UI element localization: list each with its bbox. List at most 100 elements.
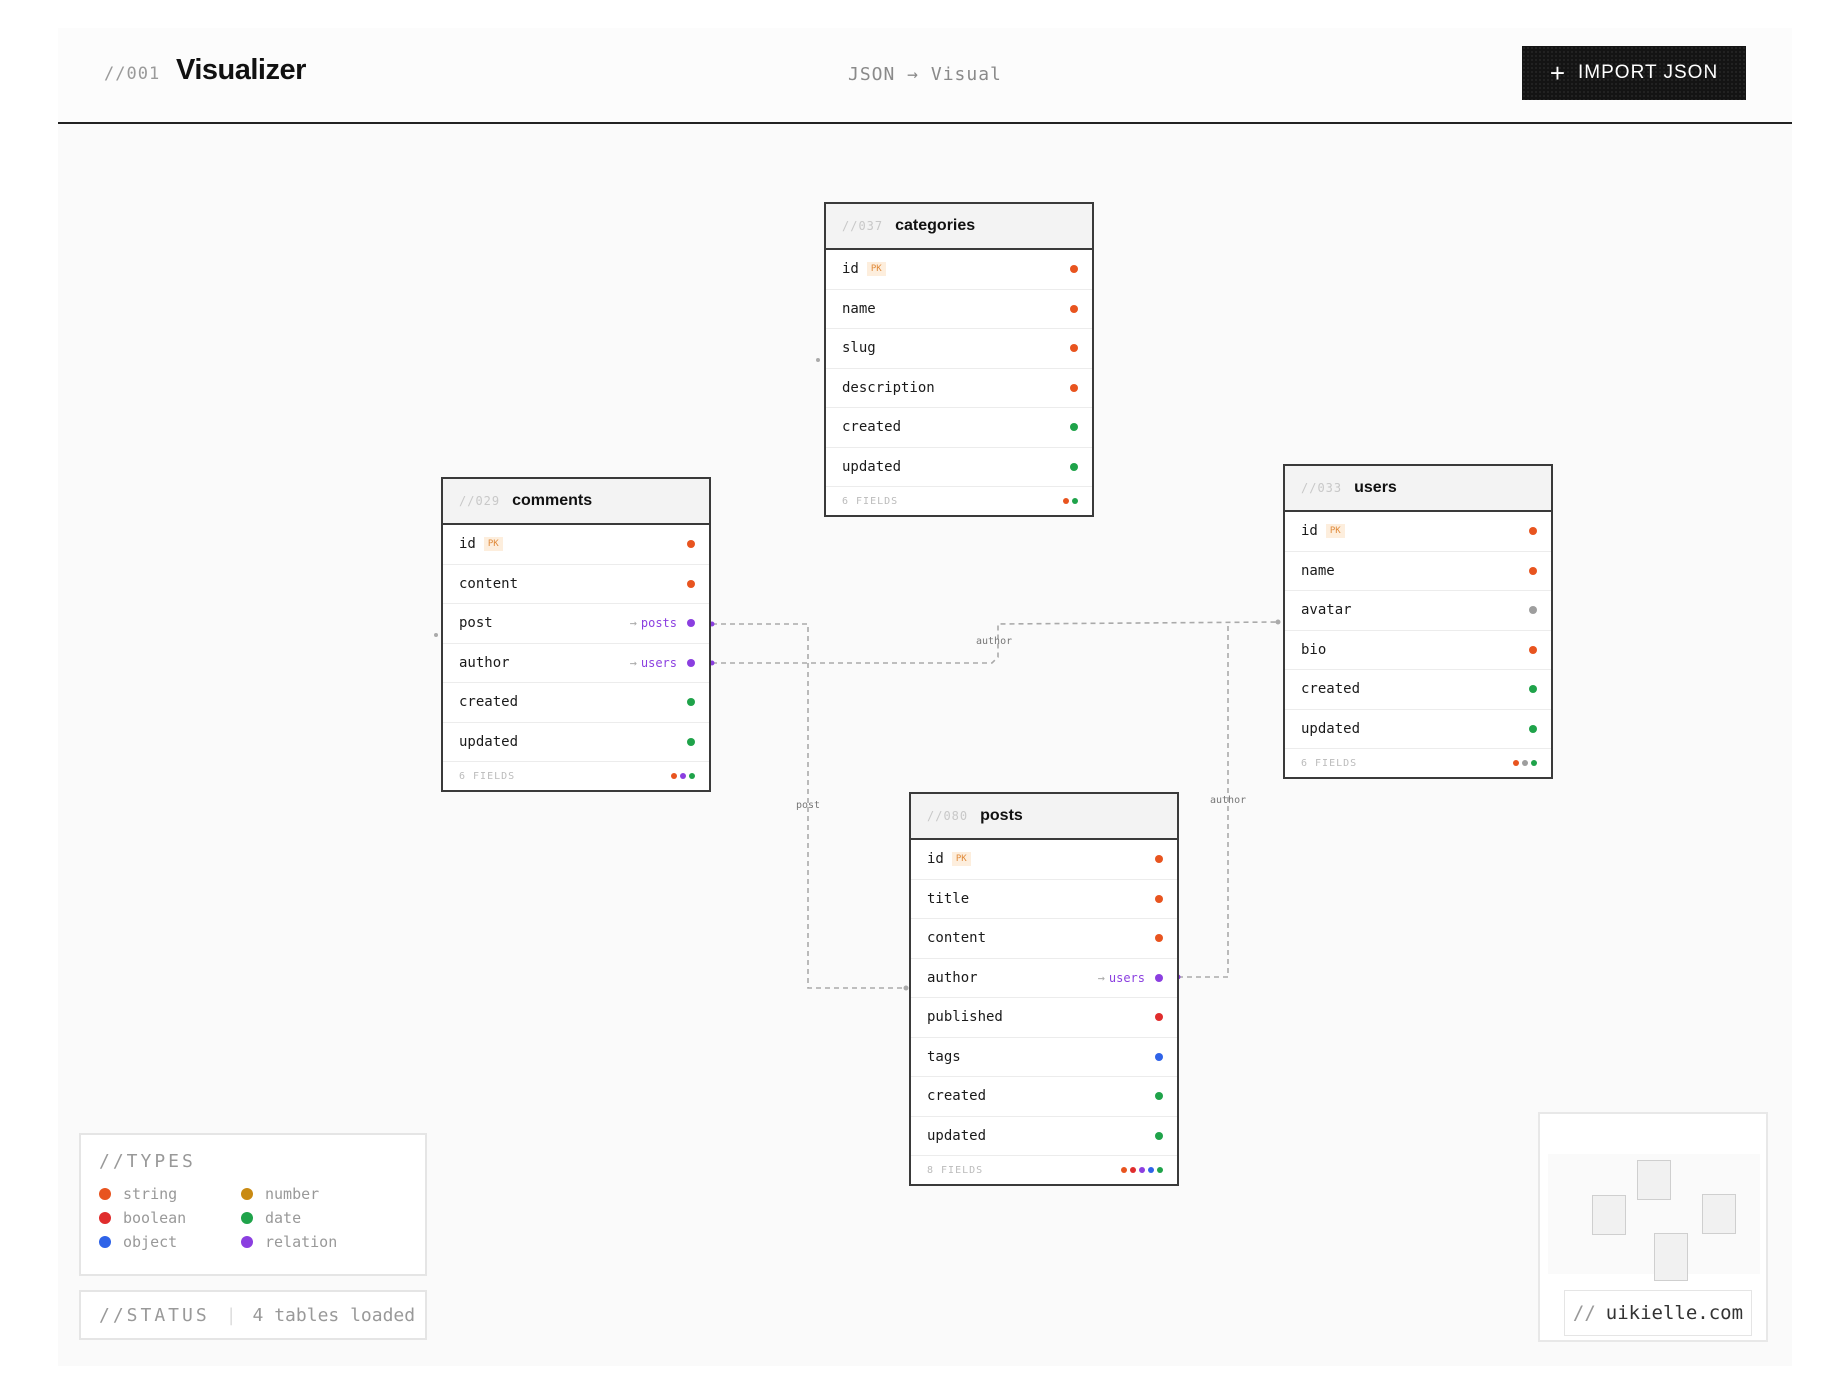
field-row-created[interactable]: created: [1285, 670, 1551, 710]
field-row-slug[interactable]: slug: [826, 329, 1092, 369]
type-dot-string: [1155, 934, 1163, 943]
import-json-button[interactable]: + IMPORT JSON: [1522, 46, 1746, 100]
field-row-updated[interactable]: updated: [826, 448, 1092, 487]
field-row-author[interactable]: author →users: [443, 644, 709, 683]
legend-label: date: [265, 1209, 302, 1227]
field-count: 6 FIELDS: [459, 770, 516, 782]
field-row-updated[interactable]: updated: [911, 1117, 1177, 1156]
field-name: published: [927, 1009, 1003, 1026]
field-name: content: [459, 575, 519, 592]
arrow-right-icon: →: [629, 616, 637, 631]
minimap[interactable]: // uikielle.com: [1538, 1112, 1768, 1342]
type-dot-string: [1155, 894, 1163, 903]
primary-key-badge: PK: [1325, 524, 1345, 539]
type-dot-null: [1529, 606, 1537, 615]
type-dot-string: [1529, 645, 1537, 654]
legend-label: relation: [265, 1233, 338, 1251]
field-name: created: [927, 1088, 987, 1105]
field-name: name: [1301, 562, 1335, 579]
field-row-avatar[interactable]: avatar: [1285, 591, 1551, 631]
header: //001 Visualizer JSON → Visual + IMPORT …: [58, 28, 1792, 124]
field-row-name[interactable]: name: [826, 290, 1092, 329]
field-name: updated: [459, 733, 519, 750]
minimap-viewport[interactable]: [1548, 1154, 1760, 1281]
type-dot-string: [687, 579, 695, 588]
relation-target[interactable]: →users: [630, 656, 677, 670]
field-row-created[interactable]: created: [826, 408, 1092, 448]
type-dot-string: [1155, 855, 1163, 864]
field-row-bio[interactable]: bio: [1285, 631, 1551, 670]
type-dot-date: [1070, 423, 1078, 432]
type-dot-relation: [687, 658, 695, 667]
primary-key-badge: PK: [866, 262, 886, 277]
field-name: updated: [1301, 720, 1361, 737]
primary-key-badge: PK: [951, 852, 971, 867]
field-row-published[interactable]: published: [911, 998, 1177, 1038]
type-dot-date: [1070, 462, 1078, 471]
table-name: categories: [895, 217, 976, 234]
field-count: 8 FIELDS: [927, 1164, 984, 1176]
field-name: avatar: [1301, 602, 1352, 619]
field-row-author[interactable]: author →users: [911, 959, 1177, 998]
brand-link[interactable]: // uikielle.com: [1564, 1290, 1752, 1336]
type-dot-string: [1529, 527, 1537, 536]
field-name: updated: [927, 1127, 987, 1144]
type-dot-date: [1155, 1092, 1163, 1101]
plus-icon: +: [1549, 58, 1567, 88]
field-row-updated[interactable]: updated: [1285, 710, 1551, 749]
legend-label: string: [123, 1185, 178, 1203]
header-subtitle: JSON → Visual: [848, 64, 1002, 85]
legend-title: //TYPES: [99, 1151, 196, 1172]
field-row-created[interactable]: created: [911, 1077, 1177, 1117]
type-dot-date: [687, 737, 695, 746]
type-summary-dot-date: [1157, 1167, 1163, 1173]
field-row-title[interactable]: title: [911, 880, 1177, 919]
field-row-tags[interactable]: tags: [911, 1038, 1177, 1077]
field-row-description[interactable]: description: [826, 369, 1092, 408]
minimap-table-comments: [1592, 1195, 1626, 1235]
relation-target-name: posts: [640, 616, 677, 631]
field-name: content: [927, 930, 987, 947]
field-name: created: [842, 419, 902, 436]
legend-dot-number: [241, 1188, 253, 1200]
table-footer: 8 FIELDS: [911, 1156, 1177, 1184]
table-id: //033: [1301, 481, 1343, 495]
field-row-updated[interactable]: updated: [443, 723, 709, 762]
field-name: author: [927, 969, 978, 986]
link-label-post: post: [796, 800, 821, 811]
minimap-table-users: [1702, 1194, 1736, 1234]
type-dot-boolean: [1155, 1013, 1163, 1022]
type-summary-dot-string: [1063, 498, 1069, 504]
field-row-post[interactable]: post→posts: [443, 604, 709, 644]
type-dot-string: [1070, 383, 1078, 392]
legend-item-number: number: [241, 1185, 319, 1203]
relation-target[interactable]: →users: [1098, 971, 1145, 985]
type-summary-dot-date: [1072, 498, 1078, 504]
brand-prefix: //: [1572, 1302, 1596, 1324]
type-dot-string: [1070, 304, 1078, 313]
legend-item-object: object: [99, 1233, 177, 1251]
field-row-created[interactable]: created: [443, 683, 709, 723]
field-row-name[interactable]: name: [1285, 552, 1551, 591]
legend-dot-string: [99, 1188, 111, 1200]
field-row-content[interactable]: content: [911, 919, 1177, 959]
relation-target[interactable]: →posts: [630, 616, 677, 630]
field-row-content[interactable]: content: [443, 565, 709, 604]
field-name: id: [459, 536, 476, 553]
legend-dot-object: [99, 1236, 111, 1248]
field-count: 6 FIELDS: [842, 495, 899, 507]
import-json-label: IMPORT JSON: [1578, 62, 1719, 83]
field-name: author: [459, 654, 510, 671]
